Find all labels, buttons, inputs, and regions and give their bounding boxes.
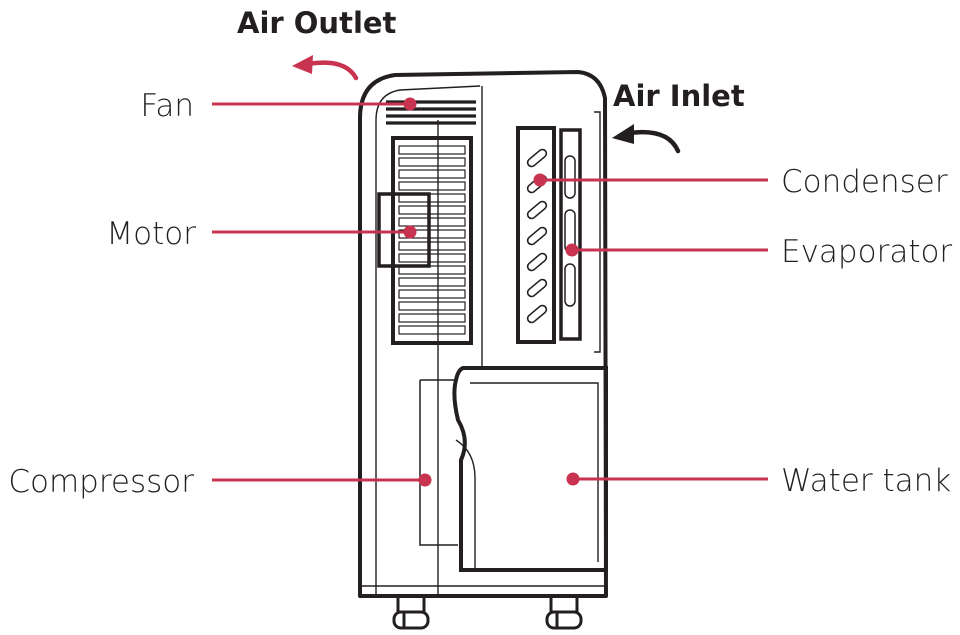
fan-grille	[386, 100, 476, 125]
evaporator-panel	[559, 128, 582, 341]
fan-bar	[398, 229, 466, 239]
callout-dots	[403, 97, 580, 487]
condenser-slot	[526, 148, 548, 168]
condenser-slot	[526, 226, 548, 246]
fan-bar	[398, 325, 466, 335]
fan-bar	[398, 157, 466, 167]
caster-left	[392, 596, 430, 630]
air-outlet-label: Air Outlet	[237, 6, 397, 40]
callouts	[212, 102, 768, 482]
fan-bar	[398, 301, 466, 311]
evaporator-label: Evaporator	[781, 234, 952, 270]
compressor-panel	[419, 379, 458, 546]
condenser-panel	[516, 126, 556, 344]
condenser-slot	[526, 304, 548, 324]
water-tank-label: Water tank	[781, 463, 951, 499]
air-outlet-arrow-icon	[292, 55, 359, 81]
unit-inner-edges	[362, 85, 604, 596]
fan-bar	[398, 205, 466, 215]
fan-bar	[398, 169, 466, 179]
fan-bar	[398, 241, 466, 251]
motor-box	[377, 192, 431, 268]
fan-bar	[398, 265, 466, 275]
condenser-label: Condenser	[781, 164, 948, 200]
fan-bar	[398, 193, 466, 203]
caster-right	[545, 596, 583, 630]
fan-bar	[398, 253, 466, 263]
condenser-slot	[526, 278, 548, 298]
motor-label: Motor	[106, 216, 196, 252]
fan-bar	[398, 289, 466, 299]
fan-label: Fan	[140, 88, 194, 124]
fan-bar	[398, 145, 466, 155]
fan-housing	[391, 136, 473, 345]
fan-bar	[398, 313, 466, 323]
fan-bar	[398, 181, 466, 191]
compressor-label: Compressor	[8, 464, 194, 500]
fan-bar	[398, 217, 466, 227]
air-inlet-label: Air Inlet	[613, 79, 745, 113]
air-inlet-arrow-icon	[612, 124, 681, 154]
condenser-slot	[526, 200, 548, 220]
water-tank	[452, 366, 608, 572]
unit-body	[358, 70, 608, 598]
condenser-slot	[526, 252, 548, 272]
fan-bar	[398, 277, 466, 287]
